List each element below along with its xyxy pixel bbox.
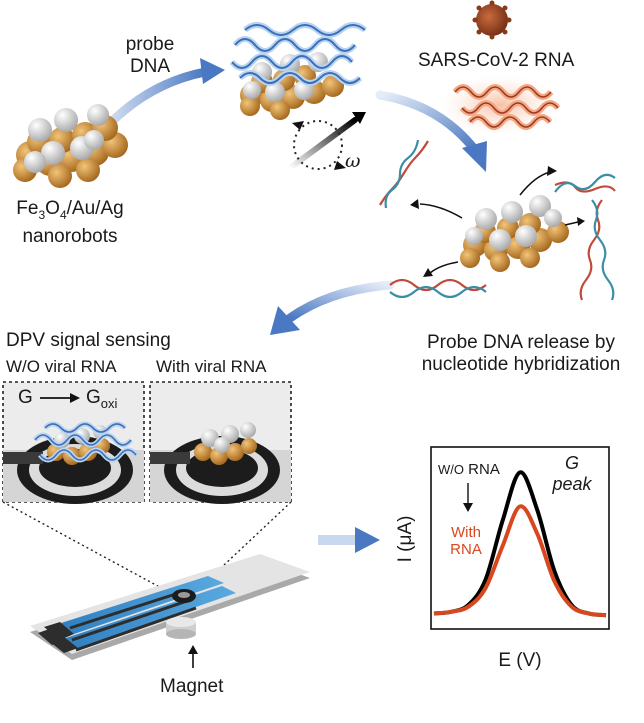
- probe-dna-line2: DNA: [129, 56, 171, 77]
- annotation-with-rna: With RNA: [442, 524, 490, 558]
- probe-dna-strands: [229, 22, 367, 86]
- annotation-wo-rna-word: RNA: [468, 461, 500, 478]
- sars-cov2-virus: [472, 0, 512, 40]
- goxi-label: Goxi: [86, 387, 117, 411]
- formula-sub4: 4: [59, 207, 67, 222]
- chart-frame: [430, 446, 610, 630]
- rotating-magnet-rod: [287, 112, 366, 171]
- formula-sub3: 3: [38, 207, 46, 222]
- flow-arrow-2-head: [462, 141, 487, 172]
- annotation-g: G: [564, 453, 579, 473]
- goxi-sub: oxi: [100, 395, 118, 411]
- viral-rna-strands: [440, 75, 561, 135]
- annotation-with: With: [451, 524, 481, 541]
- sars-cov2-label: SARS-CoV-2 RNA: [418, 50, 575, 71]
- goxi-g: G: [86, 387, 101, 408]
- nanorobots-label: Fe3O4/Au/Ag nanorobots: [0, 198, 140, 248]
- annotation-wo-rna: W/O RNA: [438, 461, 500, 478]
- panel-wo-viral: [2, 381, 145, 504]
- flow-arrow-3: [285, 280, 395, 323]
- zoom-line-left: [2, 501, 179, 598]
- chart-xlabel: E (V): [498, 650, 542, 671]
- flow-arrow-2: [375, 90, 480, 155]
- release-label: Probe DNA release by nucleotide hybridiz…: [398, 332, 644, 376]
- flow-arrow-4-head: [355, 527, 380, 553]
- annotation-wo: W/O: [438, 462, 464, 477]
- test-strip: [30, 554, 310, 660]
- omega-symbol: ω: [345, 150, 361, 172]
- magnet-label: Magnet: [160, 676, 224, 697]
- wo-viral-label: W/O viral RNA: [6, 357, 117, 376]
- release-line1: Probe DNA release by: [427, 332, 615, 353]
- g-label: G: [18, 387, 33, 408]
- flow-arrow-1-head: [200, 58, 225, 84]
- chart-ylabel: I (μA): [395, 515, 416, 563]
- release-arrowheads: [410, 166, 585, 277]
- flow-arrow-3-head: [270, 306, 300, 335]
- annotation-peak: peak: [552, 474, 592, 494]
- release-arrows: [419, 171, 579, 274]
- probe-dna-label: probe DNA: [120, 34, 180, 78]
- panel-with-viral: [149, 381, 292, 504]
- magnet: [166, 617, 198, 668]
- chart-series-line-2: [433, 504, 607, 618]
- release-line2: nucleotide hybridization: [421, 354, 621, 375]
- dna-rna-hybrids: [379, 139, 616, 301]
- dpv-title: DPV signal sensing: [6, 330, 171, 351]
- annotation-with-rna-word: RNA: [450, 541, 482, 558]
- probe-dna-line1: probe: [125, 34, 175, 55]
- nanorobot-release: [460, 195, 569, 272]
- dpv-chart: [430, 446, 610, 630]
- nanorobots-word: nanorobots: [22, 225, 118, 247]
- nanorobot-initial: [13, 104, 128, 188]
- formula-o: O: [45, 198, 60, 219]
- formula-fe: Fe: [16, 198, 39, 219]
- formula-au-ag: /Au/Ag: [66, 198, 124, 219]
- with-viral-label: With viral RNA: [156, 357, 267, 376]
- annotation-g-peak: G peak: [552, 453, 592, 495]
- nanorobots-formula: Fe3O4/Au/Ag: [0, 198, 140, 226]
- chart-series-layer: [433, 470, 607, 618]
